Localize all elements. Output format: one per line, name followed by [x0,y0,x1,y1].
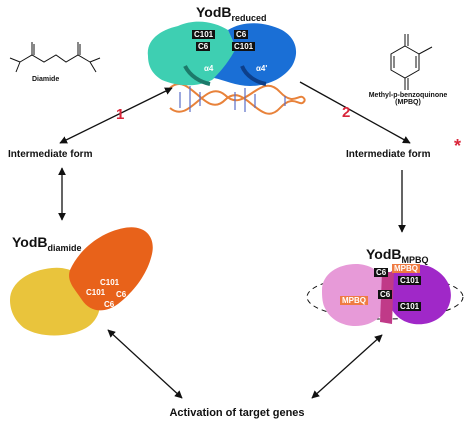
reduced-title-sub: reduced [231,12,267,23]
arrow-reduced-to-intermediate-left [59,87,173,144]
diamide-label-c6-a: C6 [116,290,127,299]
activation-label: Activation of target genes [169,407,305,419]
helix-label-right: α4' [256,64,268,73]
diamide-label-c101-a: C101 [100,278,120,287]
arrow-reduced-to-intermediate-right [299,81,411,144]
reduced-label-c6-a: C6 [234,30,249,39]
reduced-title: YodBreduced [196,4,267,23]
asterisk-mark: * [454,136,462,156]
diamide-label-c6-b: C6 [104,300,115,309]
mpbq-tag-top: MPBQ [392,264,420,273]
intermediate-left: Intermediate form [8,149,93,160]
mpbq-label-c101-a: C101 [398,276,422,285]
diamide-structure [9,42,101,73]
intermediate-right: Intermediate form [346,149,431,160]
diamide-title-sub: diamide [47,242,82,253]
helix-ribbon-right [240,65,267,86]
arrow-diamide-to-activation [107,329,183,399]
arrow-mpbq-to-activation [311,334,383,399]
mpbq-structure [390,34,433,90]
helix-ribbon-left [183,65,211,86]
diamide-title-name: YodB [12,234,48,250]
diamide-protein [10,227,153,336]
mpbq-name-line1: Methyl-p-benzoquinone [368,92,448,99]
dna-helix [169,83,306,115]
diamide-name: Diamide [32,76,60,83]
mpbq-title: YodBMPBQ [366,246,429,265]
arrows [58,81,411,399]
mpbq-name: Methyl-p-benzoquinone (MPBQ) [368,92,448,106]
reduced-label-c101-b: C101 [232,42,256,51]
reduced-protein-dna [147,21,306,115]
mpbq-tag-left: MPBQ [340,296,368,305]
mpbq-name-line2: (MPBQ) [395,99,421,106]
reduced-label-c6-b: C6 [196,42,211,51]
reduced-label-c101-a: C101 [192,30,216,39]
diamide-label-c101-b: C101 [86,288,106,297]
mpbq-title-sub: MPBQ [401,254,429,265]
diamide-title: YodBdiamide [12,234,82,253]
mpbq-label-c6-a: C6 [374,268,389,277]
reduced-title-name: YodB [196,4,232,20]
mpbq-subunit-a [322,264,390,327]
mpbq-label-c6-b: C6 [378,290,393,299]
mpbq-title-name: YodB [366,246,402,262]
step-number-left: 1 [116,106,125,123]
helix-label-left: α4 [204,64,214,73]
step-number-right: 2 [342,104,351,121]
diamide-subunit-b [69,227,153,311]
mpbq-label-c101-b: C101 [398,302,422,311]
